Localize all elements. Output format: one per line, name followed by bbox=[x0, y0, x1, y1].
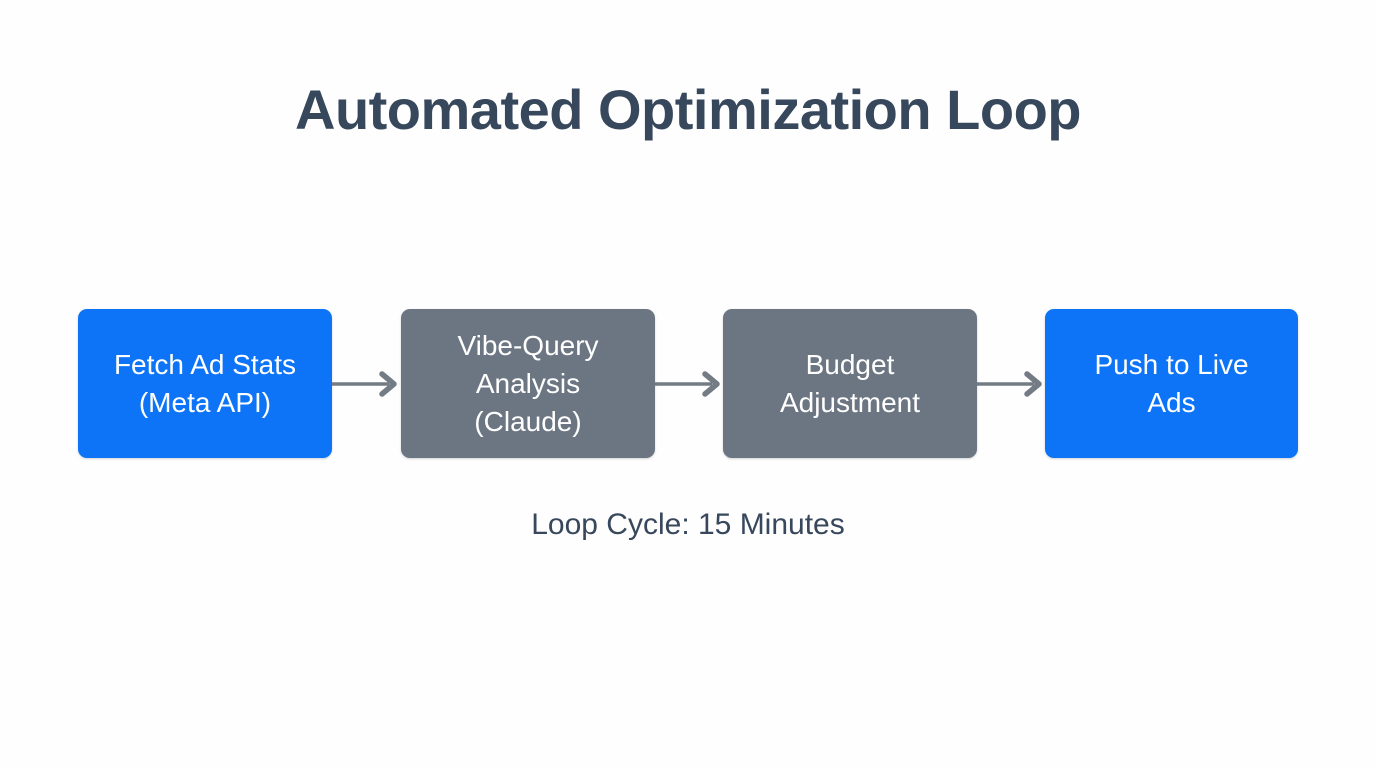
flow-node-fetch[interactable]: Fetch Ad Stats (Meta API) bbox=[78, 309, 332, 458]
flow-node-label: Budget Adjustment bbox=[779, 348, 921, 418]
flow-arrow-fetch-to-vibe bbox=[332, 369, 401, 399]
flow-node-label: Vibe-Query Analysis (Claude) bbox=[457, 329, 599, 437]
flowchart: Fetch Ad Stats (Meta API) Vibe-Query Ana… bbox=[78, 309, 1298, 458]
flow-node-budget-adjustment[interactable]: Budget Adjustment bbox=[723, 309, 977, 458]
flow-node-push-live-ads[interactable]: Push to Live Ads bbox=[1045, 309, 1298, 458]
flow-node-vibe-query[interactable]: Vibe-Query Analysis (Claude) bbox=[401, 309, 655, 458]
page-title: Automated Optimization Loop bbox=[295, 78, 1081, 141]
flow-node-label: Push to Live Ads bbox=[1094, 348, 1249, 418]
flow-node-label: Fetch Ad Stats (Meta API) bbox=[113, 348, 297, 418]
flow-arrow-budget-to-push bbox=[977, 369, 1046, 399]
flow-arrow-vibe-to-budget bbox=[655, 369, 724, 399]
arrow-right-icon bbox=[655, 371, 720, 397]
arrow-right-icon bbox=[332, 371, 397, 397]
loop-cycle-caption: Loop Cycle: 15 Minutes bbox=[531, 508, 845, 541]
arrow-right-icon bbox=[977, 371, 1042, 397]
